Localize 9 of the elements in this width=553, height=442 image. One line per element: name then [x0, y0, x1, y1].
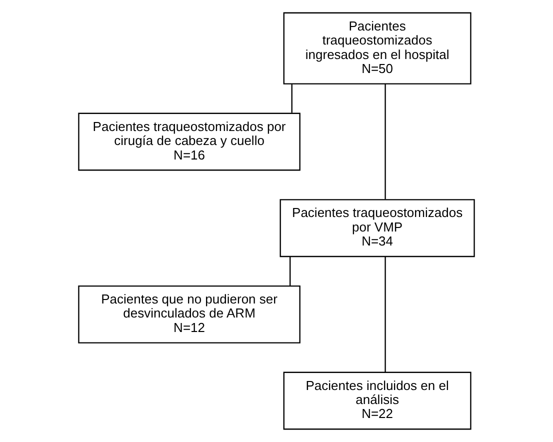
node-box: Pacientes traqueostomizados por cirugía de cabeza y cuello N=16 [78, 112, 300, 171]
connector [290, 256, 291, 286]
node-box: Pacientes incluidos en el análisis N=22 [283, 372, 472, 430]
node-box: Pacientes traqueostomizados ingresados en el hospital N=50 [283, 12, 472, 84]
node-box: Pacientes que no pudieron ser desvinculados de ARM N=12 [78, 285, 300, 344]
node-box: Pacientes traqueostomizados por VMP N=34 [280, 199, 475, 258]
connector [291, 84, 292, 113]
connector [384, 84, 386, 200]
connector [384, 256, 386, 372]
